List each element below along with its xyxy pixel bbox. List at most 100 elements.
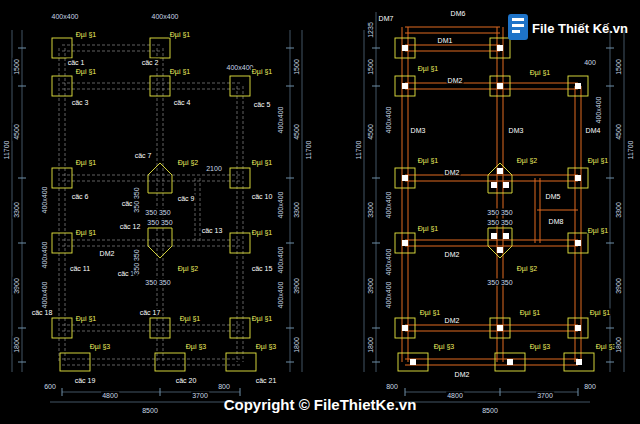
drawing-stroke bbox=[405, 33, 500, 34]
drawing-stroke bbox=[490, 38, 510, 58]
drawing-stroke bbox=[372, 86, 380, 87]
beam-label: DM8 bbox=[548, 218, 565, 225]
pile-cap-label: Ðµi §1 bbox=[251, 159, 273, 166]
drawing-stroke bbox=[405, 27, 500, 28]
drawing-stroke bbox=[243, 86, 244, 362]
drawing-stroke bbox=[535, 178, 536, 243]
drawing-stroke bbox=[62, 331, 240, 332]
dimension-text: 400x400 bbox=[277, 246, 284, 275]
dimension-text: 400x400 bbox=[277, 191, 284, 220]
drawing-stroke bbox=[581, 86, 582, 362]
drawing-stroke bbox=[578, 388, 579, 396]
drawing-stroke bbox=[230, 233, 250, 253]
dimension-text: 4800 bbox=[101, 392, 119, 399]
pile-cap-label: Ðµi §2 bbox=[177, 159, 199, 166]
drawing-stroke bbox=[372, 178, 380, 179]
pile-cap-label: Ðµi §1 bbox=[75, 315, 97, 322]
drawing-stroke bbox=[395, 168, 415, 188]
pile-cap-label: Ðµi §1 bbox=[75, 68, 97, 75]
drawing-stroke bbox=[395, 76, 415, 96]
drawing-stroke bbox=[606, 48, 614, 49]
drawing-stroke bbox=[230, 318, 250, 338]
dimension-text: 4800 bbox=[446, 392, 464, 399]
drawing-stroke bbox=[575, 325, 581, 331]
dimension-text: 400x400 bbox=[385, 106, 392, 135]
drawing-stroke bbox=[606, 178, 614, 179]
dimension-text: 3300 bbox=[13, 201, 20, 219]
drawing-stroke bbox=[575, 175, 581, 181]
drawing-stroke bbox=[18, 86, 26, 87]
drawing-stroke bbox=[52, 233, 72, 253]
drawing-stroke bbox=[286, 362, 294, 363]
dimension-text: 350 350 bbox=[146, 219, 173, 226]
pile-cap-label: Ðµi §1 bbox=[179, 315, 201, 322]
drawing-stroke bbox=[195, 178, 196, 243]
watermark: Copyright © FileThietKe.vn bbox=[223, 397, 418, 412]
dimension-text: 3900 bbox=[293, 277, 300, 295]
drawing-stroke bbox=[606, 328, 614, 329]
drawing-stroke bbox=[568, 168, 588, 188]
pile-number: cäc 19 bbox=[74, 377, 97, 384]
drawing-stroke bbox=[402, 240, 408, 246]
dimension-text: 11700 bbox=[355, 140, 362, 161]
beam-label: DM7 bbox=[378, 15, 395, 22]
drawing-stroke bbox=[52, 76, 72, 96]
drawing-stroke bbox=[290, 30, 291, 372]
dimension-text: 400 bbox=[583, 59, 597, 66]
drawing-layer bbox=[402, 27, 581, 365]
drawing-stroke bbox=[22, 30, 23, 372]
beam-label: DM2 bbox=[454, 371, 471, 378]
drawing-stroke bbox=[497, 83, 503, 89]
dimension-text: 400x400 bbox=[41, 281, 48, 310]
drawing-stroke bbox=[575, 86, 576, 362]
pile-number: cäc 21 bbox=[255, 377, 278, 384]
drawing-stroke bbox=[372, 48, 380, 49]
pile-cap-label: Ðµi §3 bbox=[529, 343, 551, 350]
drawing-stroke bbox=[60, 353, 90, 371]
drawing-stroke bbox=[410, 359, 416, 365]
drawing-stroke bbox=[18, 178, 26, 179]
drawing-stroke bbox=[52, 168, 72, 188]
drawing-stroke bbox=[405, 388, 406, 396]
pile-cap-label: Ðµi §2 bbox=[177, 265, 199, 272]
drawing-stroke bbox=[364, 30, 365, 372]
drawing-stroke bbox=[488, 228, 512, 258]
drawing-stroke bbox=[405, 175, 578, 176]
pile-cap-label: Ðµi §1 bbox=[251, 68, 273, 75]
drawing-stroke bbox=[512, 30, 520, 33]
drawing-stroke bbox=[52, 318, 72, 338]
drawing-layer bbox=[12, 12, 624, 402]
dimension-text: 4500 bbox=[367, 123, 374, 141]
drawing-stroke bbox=[52, 38, 72, 58]
dimension-text: 3700 bbox=[536, 392, 554, 399]
dimension-text: 400x400 bbox=[385, 248, 392, 277]
dimension-text: 4500 bbox=[615, 123, 622, 141]
pile-number: cäc 6 bbox=[71, 193, 90, 200]
dimension-text: 1500 bbox=[293, 58, 300, 76]
dimension-text: 3900 bbox=[13, 277, 20, 295]
drawing-stroke bbox=[155, 353, 185, 371]
beam-label: DM2 bbox=[444, 317, 461, 324]
pile-cap-label: Ðµi §1 bbox=[419, 309, 441, 316]
pile-cap-label: Ðµi §1 bbox=[417, 225, 439, 232]
drawing-stroke bbox=[402, 27, 403, 362]
dimension-text: 800 bbox=[385, 383, 399, 390]
pile-cap-label: Ðµi §1 bbox=[169, 68, 191, 75]
dimension-text: 350 350 bbox=[486, 279, 513, 286]
drawing-stroke bbox=[503, 233, 509, 239]
drawing-stroke bbox=[537, 210, 578, 211]
dimension-text: 11700 bbox=[305, 140, 312, 161]
drawing-stroke bbox=[497, 325, 503, 331]
drawing-stroke bbox=[610, 30, 611, 372]
drawing-stroke bbox=[148, 163, 172, 193]
dimension-text: 8500 bbox=[141, 407, 159, 414]
dimension-text: 400x400 bbox=[277, 106, 284, 135]
drawing-stroke bbox=[148, 228, 172, 258]
drawing-stroke bbox=[62, 325, 240, 326]
pile-number: cäc 11 bbox=[69, 265, 91, 272]
dimension-text: 600 bbox=[43, 383, 57, 390]
pile-number: cäc 15 bbox=[251, 265, 274, 272]
pile-cap-label: Ðµi §1 bbox=[519, 309, 541, 316]
drawing-stroke bbox=[576, 359, 582, 365]
